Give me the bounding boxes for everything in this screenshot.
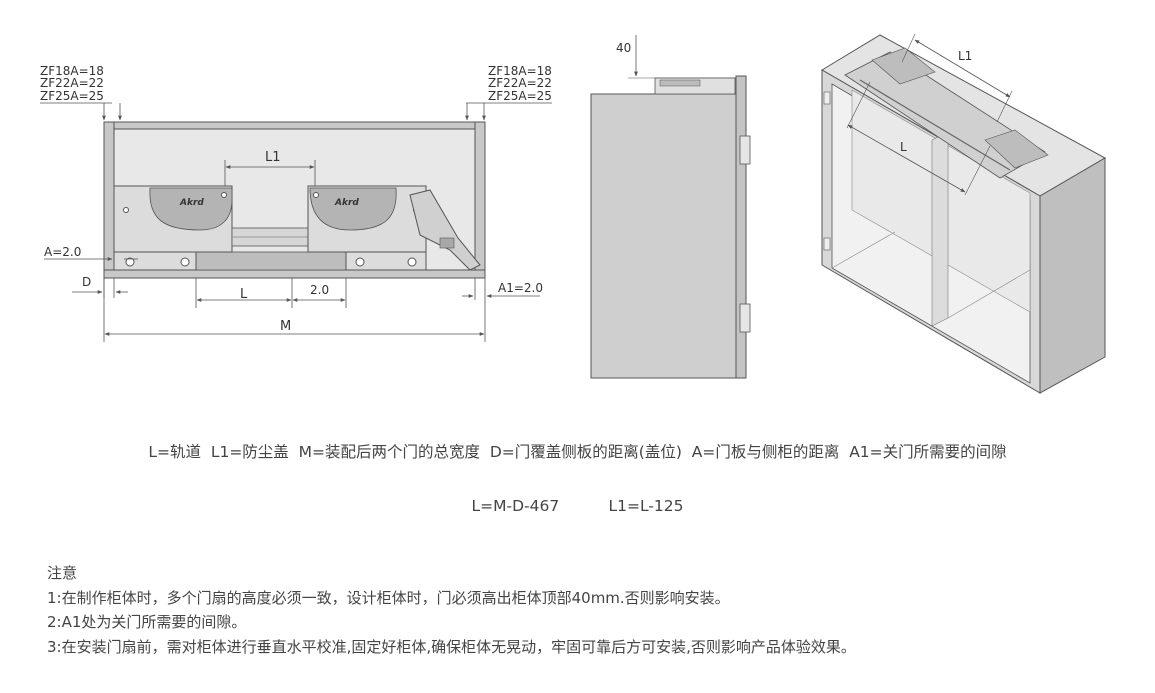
spec-right-2: ZF22A=22 [488,76,552,90]
note-item-2: 2:A1处为关门所需要的间隙。 [47,613,247,631]
front-l-label: L [240,287,248,302]
front-cabinet-bottom [103,269,486,279]
spec-right-1: ZF18A=18 [488,64,552,78]
technical-diagrams: ZF18A=18 ZF22A=22 ZF25A=25 ZF18A=18 ZF22… [40,33,1107,394]
front-cabinet-right-side [474,121,486,271]
spec-right-3: ZF25A=25 [488,89,552,103]
iso-view: L1 L [821,33,1107,394]
swing-arm [409,189,481,271]
front-m-label: M [280,319,291,334]
notes-title: 注意 [47,564,78,582]
front-l1-label: L1 [265,150,281,165]
legend-line: L=轨道 L1=防尘盖 M=装配后两个门的总宽度 D=门覆盖侧板的距离(盖位) … [148,443,1007,461]
notes-section: 注意 1:在制作柜体时，多个门扇的高度必须一致，设计柜体时，门必须高出柜体顶部4… [47,561,856,659]
formula-l: L=M-D-467 [471,497,560,515]
side-door-panel [590,93,737,379]
front-a1-label: A1=2.0 [498,281,543,295]
side-hinge-top [739,135,751,165]
formula-line: L=M-D-467 L1=L-125 [0,497,1155,515]
iso-l-label: L [900,140,907,154]
front-d-label: D [82,275,91,289]
formula-l1: L1=L-125 [608,497,684,515]
spec-left-2: ZF22A=22 [40,76,104,90]
front-a-label: A=2.0 [44,245,81,259]
note-item-3: 3:在安装门扇前，需对柜体进行垂直水平校准,固定好柜体,确保柜体无晃动，牢固可靠… [47,637,856,656]
front-view: ZF18A=18 ZF22A=22 ZF25A=25 ZF18A=18 ZF22… [40,64,552,342]
spec-left-1: ZF18A=18 [40,64,104,78]
front-cabinet-left-side [103,121,115,271]
front-cabinet-top [103,121,486,130]
brand-left: Akrd [179,198,204,208]
side-hinge-bottom [739,303,751,333]
brand-right: Akrd [334,198,359,208]
track-strip [195,251,347,271]
spec-left-3: ZF25A=25 [40,89,104,103]
iso-l1-label: L1 [958,49,972,63]
side-40-label: 40 [616,41,631,55]
note-item-1: 1:在制作柜体时，多个门扇的高度必须一致，设计柜体时，门必须高出柜体顶部40mm… [47,588,730,607]
front-gap-label: 2.0 [310,283,329,297]
side-view: 40 [590,35,751,379]
side-cabinet-panel [735,75,747,379]
